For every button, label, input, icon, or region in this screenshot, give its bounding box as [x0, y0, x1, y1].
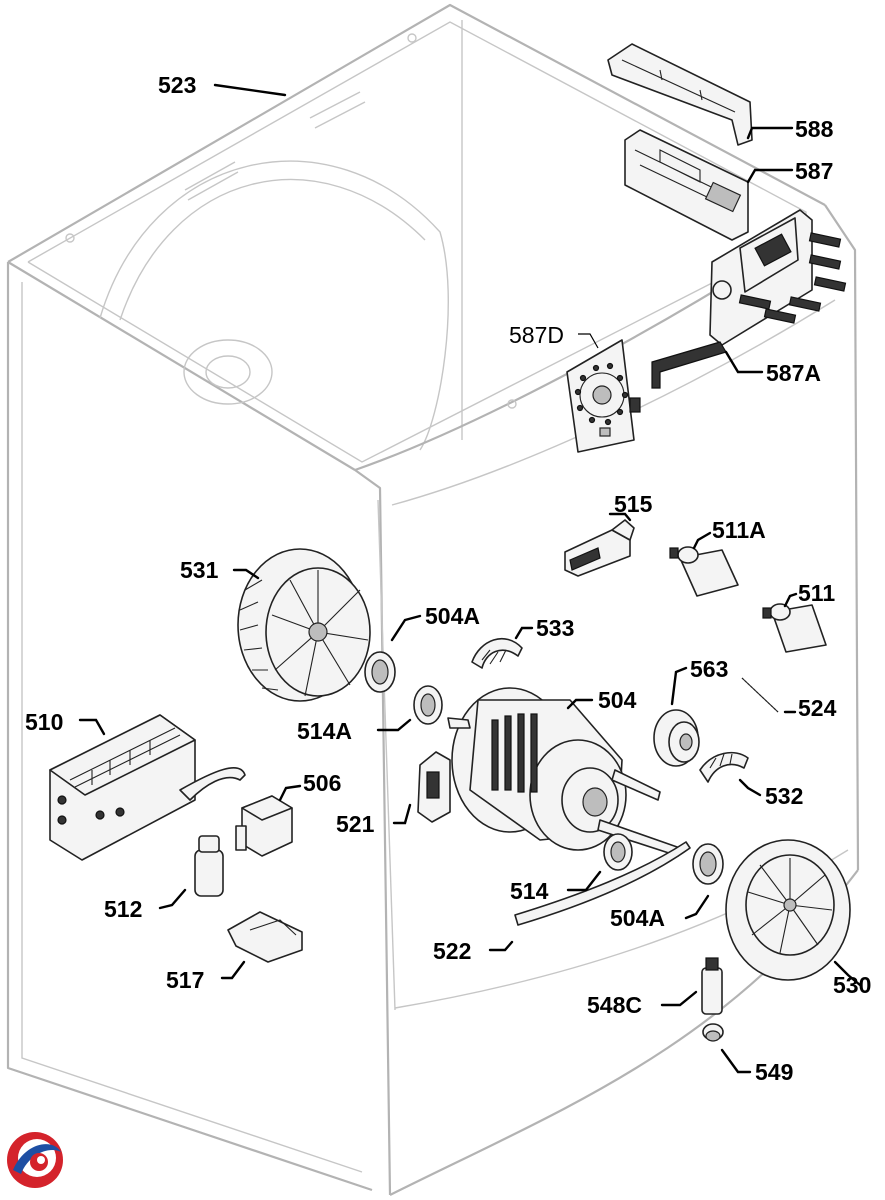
brand-logo-icon [7, 1132, 63, 1188]
part-504a-bearing-bottom [692, 843, 724, 885]
part-512-thermostat [194, 835, 224, 897]
cabinet-523 [6, 3, 860, 1196]
part-510-heater [49, 714, 246, 861]
label-587a: 587A [766, 360, 821, 386]
part-549-cap [702, 1023, 724, 1042]
label-522: 522 [433, 938, 471, 964]
part-524-spring [741, 677, 779, 713]
label-587: 587 [795, 158, 833, 184]
label-504a-top: 504A [425, 603, 480, 629]
label-588: 588 [795, 116, 834, 142]
label-515: 515 [614, 491, 653, 517]
part-504a-bearing-top [364, 651, 396, 693]
label-504a-bottom: 504A [610, 905, 665, 931]
part-548c-sensor [701, 957, 723, 1015]
label-523: 523 [158, 72, 196, 98]
label-524: 524 [798, 695, 837, 721]
label-533: 533 [536, 615, 574, 641]
part-504-motor [447, 687, 681, 857]
label-511: 511 [798, 580, 835, 606]
part-506-filter [235, 795, 293, 857]
label-514a: 514A [297, 718, 352, 744]
part-587a-selector [651, 209, 847, 389]
label-532: 532 [765, 783, 803, 809]
label-530: 530 [833, 972, 871, 998]
part-587-pcb [624, 129, 749, 241]
label-510: 510 [25, 709, 63, 735]
part-533-bracket [471, 637, 523, 669]
label-512: 512 [104, 896, 142, 922]
part-511-capacitor [762, 603, 827, 653]
part-588-cover [607, 43, 753, 146]
label-531: 531 [180, 557, 219, 583]
label-506: 506 [303, 770, 341, 796]
part-530-fan [725, 839, 851, 981]
label-514: 514 [510, 878, 549, 904]
part-517-bracket [227, 911, 303, 963]
part-labels: 523 588 587 587D 587A 515 511A 511 531 5… [25, 72, 871, 1085]
part-563-pulley [653, 709, 700, 767]
part-587d-board [566, 339, 641, 453]
part-515-switch [564, 519, 635, 577]
label-504: 504 [598, 687, 637, 713]
part-522-belt [514, 841, 691, 926]
part-514-bearing [603, 833, 633, 871]
part-514a-bearing [413, 685, 443, 725]
part-532-bracket [699, 751, 749, 783]
leader-lines [78, 83, 862, 1074]
label-521: 521 [336, 811, 375, 837]
label-511a: 511A [712, 517, 766, 543]
label-548c: 548C [587, 992, 642, 1018]
label-563: 563 [690, 656, 728, 682]
part-531-drum-pulley [237, 548, 371, 702]
label-587d: 587D [509, 322, 564, 348]
label-517: 517 [166, 967, 204, 993]
part-511a-capacitor [669, 546, 739, 597]
label-549: 549 [755, 1059, 793, 1085]
part-521-sensor [417, 751, 451, 823]
